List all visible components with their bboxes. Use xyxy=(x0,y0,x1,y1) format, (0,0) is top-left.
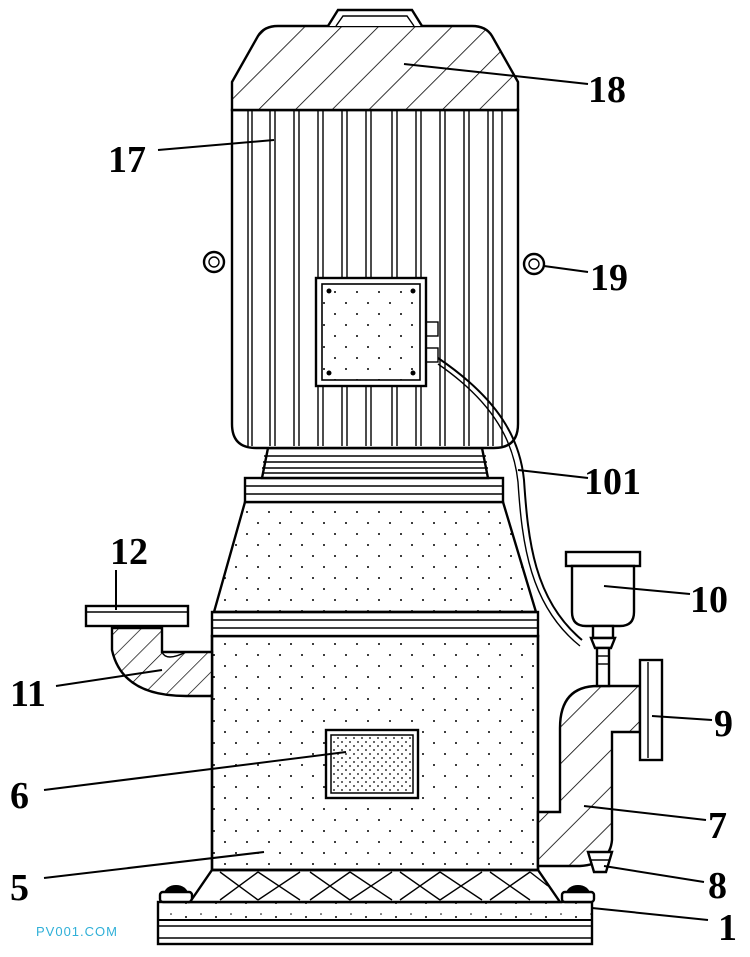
lifting-ring-left xyxy=(202,250,226,274)
inspection-window xyxy=(324,728,420,800)
mounting-bolt-right xyxy=(560,885,596,904)
label-12: 12 xyxy=(110,531,148,573)
label-11: 11 xyxy=(10,673,46,715)
oil-cup xyxy=(564,550,642,688)
label-6: 6 xyxy=(10,775,29,817)
inlet-pipe xyxy=(110,626,214,698)
label-18: 18 xyxy=(588,69,626,111)
body-bands xyxy=(210,610,540,638)
label-10: 10 xyxy=(690,579,728,621)
inlet-flange xyxy=(84,604,190,628)
label-101: 101 xyxy=(584,461,641,503)
label-9: 9 xyxy=(714,703,733,745)
base-plate xyxy=(156,900,594,946)
junction-box xyxy=(314,276,439,388)
leader-lines xyxy=(43,63,713,921)
power-cable xyxy=(437,357,583,647)
label-5: 5 xyxy=(10,867,29,909)
lifting-ring-right xyxy=(522,252,546,276)
label-17: 17 xyxy=(108,139,146,181)
outlet-pipe xyxy=(536,684,642,868)
cooling-fins xyxy=(247,110,503,446)
watermark: PV001.COM xyxy=(36,924,118,939)
outlet-flange xyxy=(638,658,664,762)
label-1: 1 xyxy=(718,907,737,949)
mounting-bolt-left xyxy=(158,885,194,904)
tapered-housing xyxy=(212,500,538,614)
label-7: 7 xyxy=(708,805,727,847)
pump-foot xyxy=(187,868,563,904)
drain-valve xyxy=(586,850,614,874)
motor-flange xyxy=(243,446,505,504)
motor-top-cover xyxy=(230,24,520,112)
lifting-handle xyxy=(326,8,424,27)
label-8: 8 xyxy=(708,865,727,907)
label-19: 19 xyxy=(590,257,628,299)
